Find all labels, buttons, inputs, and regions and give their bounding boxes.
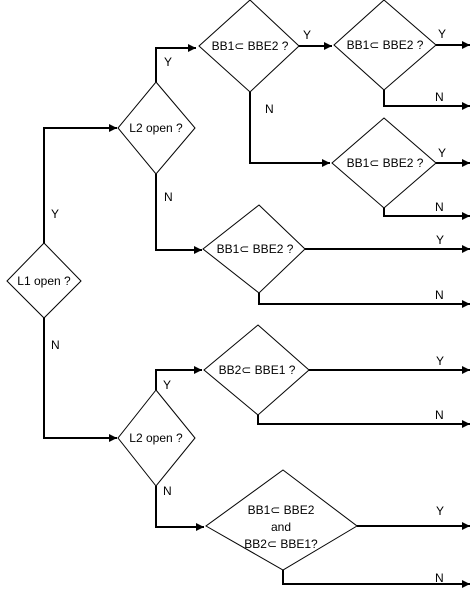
edge-labels: Y N Y N Y N Y N Y N Y N Y N Y N Y N bbox=[51, 27, 446, 585]
label-both-line-1: BB1⊂ BBE2 bbox=[248, 503, 315, 517]
decision-bb2-in-bbe1 bbox=[203, 324, 310, 416]
decision-bb1-in-bbe2-a bbox=[198, 0, 300, 93]
edge-d2-yes bbox=[155, 44, 196, 82]
yes-label-d5: Y bbox=[438, 27, 446, 41]
edge-d6-no bbox=[383, 208, 470, 220]
label-bb1-in-bbe2-d: BB1⊂ BBE2 ? bbox=[217, 242, 294, 256]
edge-d2-no bbox=[155, 174, 202, 254]
label-l1-open: L1 open ? bbox=[17, 274, 71, 288]
edge-d1-yes bbox=[43, 124, 117, 243]
no-label-d3: N bbox=[163, 484, 172, 498]
edge-d1-no bbox=[43, 318, 117, 442]
decision-bb1-in-bbe2-c bbox=[331, 117, 437, 209]
yes-label-d9: Y bbox=[436, 504, 444, 518]
node-labels: L1 open ? L2 open ? L2 open ? BB1⊂ BBE2 … bbox=[17, 38, 423, 551]
edge-d4-no bbox=[249, 92, 330, 167]
decision-both-containment bbox=[205, 469, 358, 571]
label-both-line-3: BB2⊂ BBE1? bbox=[244, 537, 318, 551]
yes-label-d3: Y bbox=[163, 378, 171, 392]
edge-d9-no bbox=[282, 570, 470, 588]
yes-label-d2: Y bbox=[164, 55, 172, 69]
no-label-d4: N bbox=[265, 102, 274, 116]
edge-d3-no bbox=[155, 486, 204, 531]
no-label-d1: N bbox=[51, 338, 60, 352]
yes-label-d8: Y bbox=[436, 354, 444, 368]
decision-l1-open bbox=[6, 242, 82, 319]
decision-l2-open-upper bbox=[117, 81, 196, 175]
no-label-d2: N bbox=[164, 190, 173, 204]
edge-d5-no bbox=[383, 90, 470, 110]
decision-bb1-in-bbe2-d bbox=[202, 204, 306, 294]
label-bb1-in-bbe2-a: BB1⊂ BBE2 ? bbox=[212, 39, 289, 53]
edge-d8-no bbox=[257, 415, 470, 428]
connectors bbox=[43, 41, 470, 588]
no-label-d5: N bbox=[435, 90, 444, 104]
decision-nodes bbox=[6, 0, 437, 571]
label-l2-open-upper: L2 open ? bbox=[129, 121, 183, 135]
edge-d7-no bbox=[258, 293, 470, 308]
yes-label-d1: Y bbox=[51, 207, 59, 221]
no-label-d9: N bbox=[435, 571, 444, 585]
yes-label-d6: Y bbox=[438, 146, 446, 160]
label-bb1-in-bbe2-c: BB1⊂ BBE2 ? bbox=[347, 156, 424, 170]
no-label-d7: N bbox=[435, 288, 444, 302]
no-label-d6: N bbox=[435, 200, 444, 214]
decision-l2-open-lower bbox=[117, 389, 196, 487]
label-both-line-2: and bbox=[271, 520, 291, 534]
yes-label-d4: Y bbox=[303, 28, 311, 42]
label-l2-open-lower: L2 open ? bbox=[129, 431, 183, 445]
yes-label-d7: Y bbox=[436, 233, 444, 247]
edge-d3-yes bbox=[155, 366, 202, 390]
no-label-d8: N bbox=[435, 408, 444, 422]
decision-bb1-in-bbe2-b bbox=[333, 0, 437, 91]
label-bb1-in-bbe2-b: BB1⊂ BBE2 ? bbox=[347, 38, 424, 52]
label-bb2-in-bbe1: BB2⊂ BBE1 ? bbox=[219, 363, 296, 377]
